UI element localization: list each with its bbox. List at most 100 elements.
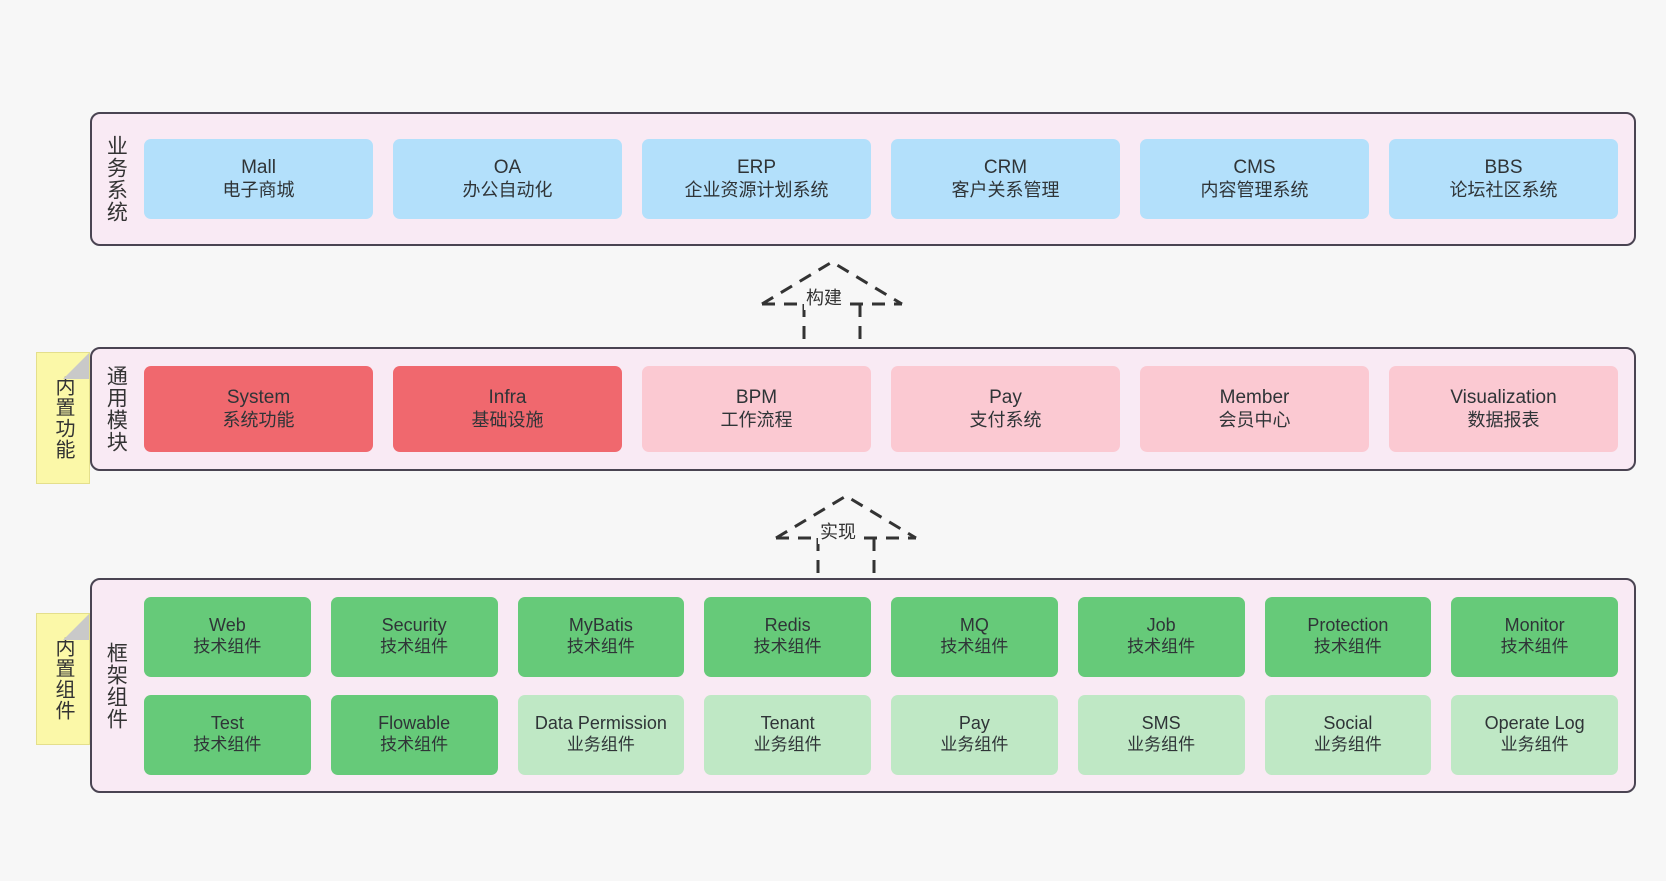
card-security[interactable]: Security 技术组件 bbox=[330, 596, 498, 677]
layer-title-modules: 通用模块 bbox=[104, 365, 128, 453]
module-card-row: System 系统功能 Infra 基础设施 BPM 工作流程 Pay 支付系统… bbox=[144, 366, 1618, 452]
card-title: OA bbox=[493, 157, 522, 179]
card-title: Data Permission bbox=[534, 713, 667, 734]
card-bbs[interactable]: BBS 论坛社区系统 bbox=[1389, 139, 1618, 219]
card-pay-component[interactable]: Pay 业务组件 bbox=[891, 694, 1058, 775]
card-subtitle: 业务组件 bbox=[1500, 735, 1569, 755]
card-title: Job bbox=[1146, 615, 1176, 636]
card-title: Operate Log bbox=[1484, 713, 1585, 734]
card-title: Pay bbox=[958, 713, 990, 734]
framework-card-row-business: Test 技术组件 Flowable 技术组件 Data Permission … bbox=[144, 694, 1618, 775]
sticky-note-builtin-features: 内置功能 bbox=[36, 352, 90, 484]
card-title: SMS bbox=[1141, 713, 1181, 734]
sticky-note-label: 内置功能 bbox=[52, 376, 74, 460]
card-mall[interactable]: Mall 电子商城 bbox=[144, 139, 373, 219]
card-title: System bbox=[226, 387, 291, 409]
layer-title-business: 业务系统 bbox=[104, 135, 128, 223]
card-infra[interactable]: Infra 基础设施 bbox=[393, 366, 622, 452]
card-title: CMS bbox=[1233, 157, 1276, 179]
card-title: MyBatis bbox=[568, 615, 633, 636]
card-title: Protection bbox=[1307, 615, 1389, 636]
card-title: Infra bbox=[488, 387, 527, 409]
card-subtitle: 客户关系管理 bbox=[951, 179, 1060, 200]
card-subtitle: 业务组件 bbox=[566, 735, 635, 755]
card-pay-module[interactable]: Pay 支付系统 bbox=[891, 366, 1120, 452]
card-title: Tenant bbox=[760, 713, 815, 734]
card-subtitle: 工作流程 bbox=[720, 409, 793, 430]
card-mq[interactable]: MQ 技术组件 bbox=[891, 596, 1058, 677]
card-erp[interactable]: ERP 企业资源计划系统 bbox=[642, 139, 871, 219]
connector-label-build: 构建 bbox=[804, 284, 844, 310]
card-title: CRM bbox=[983, 157, 1028, 179]
card-title: Monitor bbox=[1504, 615, 1565, 636]
card-social[interactable]: Social 业务组件 bbox=[1264, 694, 1432, 775]
card-title: MQ bbox=[959, 615, 989, 636]
card-subtitle: 企业资源计划系统 bbox=[684, 179, 829, 200]
connector-implement: 实现 bbox=[766, 490, 926, 586]
card-visualization[interactable]: Visualization 数据报表 bbox=[1389, 366, 1618, 452]
layer-title-framework: 框架组件 bbox=[104, 641, 128, 730]
business-card-row: Mall 电子商城 OA 办公自动化 ERP 企业资源计划系统 CRM 客户关系… bbox=[144, 139, 1618, 219]
card-data-permission[interactable]: Data Permission 业务组件 bbox=[517, 694, 685, 775]
card-tenant[interactable]: Tenant 业务组件 bbox=[704, 694, 871, 775]
arrowhead-open-triangle bbox=[775, 494, 917, 540]
card-subtitle: 技术组件 bbox=[193, 735, 262, 755]
card-title: ERP bbox=[736, 157, 777, 179]
card-subtitle: 会员中心 bbox=[1218, 409, 1291, 430]
card-title: BBS bbox=[1484, 157, 1523, 179]
card-subtitle: 办公自动化 bbox=[462, 179, 553, 200]
connector-label-implement: 实现 bbox=[818, 518, 858, 544]
card-system[interactable]: System 系统功能 bbox=[144, 366, 373, 452]
card-title: Security bbox=[381, 615, 447, 636]
card-title: Redis bbox=[764, 615, 811, 636]
card-operate-log[interactable]: Operate Log 业务组件 bbox=[1451, 694, 1618, 775]
card-web[interactable]: Web 技术组件 bbox=[144, 596, 311, 677]
card-subtitle: 数据报表 bbox=[1467, 409, 1540, 430]
card-monitor[interactable]: Monitor 技术组件 bbox=[1451, 596, 1618, 677]
card-subtitle: 业务组件 bbox=[940, 735, 1009, 755]
layer-body-framework: Web 技术组件 Security 技术组件 MyBatis 技术组件 Redi… bbox=[138, 580, 1634, 791]
layer-body-business: Mall 电子商城 OA 办公自动化 ERP 企业资源计划系统 CRM 客户关系… bbox=[138, 114, 1634, 244]
card-title: Web bbox=[209, 615, 246, 636]
card-subtitle: 支付系统 bbox=[969, 409, 1042, 430]
card-subtitle: 基础设施 bbox=[471, 409, 544, 430]
card-protection[interactable]: Protection 技术组件 bbox=[1264, 596, 1432, 677]
arrowhead-open-triangle bbox=[761, 260, 903, 306]
sticky-note-label: 内置组件 bbox=[52, 637, 74, 721]
card-job[interactable]: Job 技术组件 bbox=[1077, 596, 1245, 677]
card-member[interactable]: Member 会员中心 bbox=[1140, 366, 1369, 452]
card-title: Flowable bbox=[378, 713, 451, 734]
card-subtitle: 系统功能 bbox=[222, 409, 295, 430]
card-flowable[interactable]: Flowable 技术组件 bbox=[330, 694, 498, 775]
layer-body-modules: System 系统功能 Infra 基础设施 BPM 工作流程 Pay 支付系统… bbox=[138, 349, 1634, 469]
card-subtitle: 内容管理系统 bbox=[1200, 179, 1309, 200]
card-subtitle: 业务组件 bbox=[1313, 735, 1382, 755]
card-subtitle: 论坛社区系统 bbox=[1449, 179, 1558, 200]
framework-card-row-tech: Web 技术组件 Security 技术组件 MyBatis 技术组件 Redi… bbox=[144, 596, 1618, 677]
layer-business-systems: 业务系统 Mall 电子商城 OA 办公自动化 ERP 企业资源计划系统 CRM… bbox=[90, 112, 1636, 246]
card-title: Member bbox=[1219, 387, 1290, 409]
connector-build: 构建 bbox=[752, 256, 912, 352]
layer-framework-components: 框架组件 Web 技术组件 Security 技术组件 MyBatis 技术组件… bbox=[90, 578, 1636, 793]
layer-common-modules: 通用模块 System 系统功能 Infra 基础设施 BPM 工作流程 Pay… bbox=[90, 347, 1636, 471]
card-bpm[interactable]: BPM 工作流程 bbox=[642, 366, 871, 452]
card-mybatis[interactable]: MyBatis 技术组件 bbox=[517, 596, 685, 677]
card-subtitle: 技术组件 bbox=[1500, 637, 1569, 657]
sticky-note-builtin-components: 内置组件 bbox=[36, 613, 90, 745]
card-oa[interactable]: OA 办公自动化 bbox=[393, 139, 622, 219]
card-title: Test bbox=[210, 713, 244, 734]
card-crm[interactable]: CRM 客户关系管理 bbox=[891, 139, 1120, 219]
card-subtitle: 业务组件 bbox=[753, 735, 822, 755]
card-test[interactable]: Test 技术组件 bbox=[144, 694, 311, 775]
card-redis[interactable]: Redis 技术组件 bbox=[704, 596, 871, 677]
card-subtitle: 技术组件 bbox=[193, 637, 262, 657]
card-sms[interactable]: SMS 业务组件 bbox=[1077, 694, 1245, 775]
card-title: Mall bbox=[241, 157, 276, 179]
card-subtitle: 技术组件 bbox=[1313, 637, 1382, 657]
card-title: BPM bbox=[735, 387, 778, 409]
card-cms[interactable]: CMS 内容管理系统 bbox=[1140, 139, 1369, 219]
card-subtitle: 技术组件 bbox=[380, 637, 449, 657]
card-subtitle: 电子商城 bbox=[222, 179, 295, 200]
card-title: Pay bbox=[989, 387, 1022, 409]
